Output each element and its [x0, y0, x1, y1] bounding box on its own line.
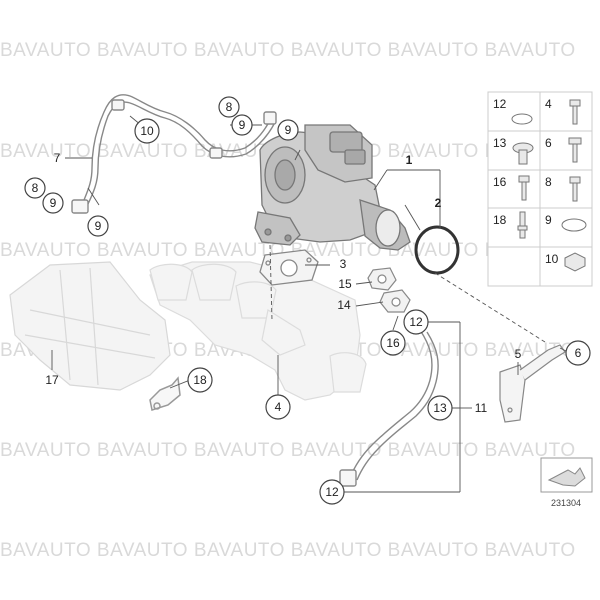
svg-text:18: 18: [193, 373, 207, 387]
grid-label-12: 12: [493, 97, 507, 111]
exhaust-manifold: [149, 261, 367, 401]
svg-text:10: 10: [140, 124, 154, 138]
direction-arrow-box: 231304: [540, 457, 593, 508]
watermark-row-6: BAVAUTO BAVAUTO BAVAUTO BAVAUTO BAVAUTO …: [0, 540, 576, 561]
callout-11[interactable]: 11: [475, 401, 488, 415]
svg-text:2: 2: [435, 196, 442, 210]
watermark-row-3: BAVAUTO BAVAUTO BAVAUTO BAVAUTO BAVAUTO …: [0, 240, 576, 261]
grid-label-16: 16: [493, 175, 507, 189]
banjo-bolt-icon: [512, 142, 534, 165]
hollow-bolt-icon: [518, 175, 530, 201]
svg-text:9: 9: [239, 118, 246, 132]
callout-18[interactable]: 18: [187, 367, 213, 393]
callout-9a[interactable]: 9: [231, 114, 253, 136]
svg-text:13: 13: [433, 401, 447, 415]
callout-6[interactable]: 6: [565, 340, 591, 366]
callout-1[interactable]: 1: [406, 153, 413, 167]
callout-13[interactable]: 13: [427, 395, 453, 421]
o-ring-gasket: [414, 225, 460, 275]
callout-12b[interactable]: 12: [319, 479, 345, 505]
bolt-icon: [569, 99, 581, 125]
callout-17[interactable]: 17: [45, 373, 59, 387]
turbocharger: [254, 124, 411, 251]
svg-text:16: 16: [386, 336, 400, 350]
callout-2[interactable]: 2: [435, 196, 442, 210]
callout-layer: 8 9 9 10 7 8 9 9 1 2 3 15 14 16 12 17 18…: [24, 96, 591, 505]
hex-nut-icon: [564, 252, 586, 272]
callout-4[interactable]: 4: [265, 394, 291, 420]
svg-text:4: 4: [275, 400, 282, 414]
grid-label-18: 18: [493, 213, 507, 227]
callout-15[interactable]: 15: [338, 277, 352, 291]
screw-icon: [568, 137, 582, 163]
callout-8a[interactable]: 8: [218, 96, 240, 118]
grid-label-13: 13: [493, 136, 507, 150]
svg-text:9: 9: [50, 196, 57, 210]
oil-feed-line: [71, 94, 277, 214]
watermark-row-1: BAVAUTO BAVAUTO BAVAUTO BAVAUTO BAVAUTO …: [0, 40, 576, 61]
small-gasket: [367, 267, 397, 291]
callout-5[interactable]: 5: [515, 347, 522, 361]
grid-label-6: 6: [545, 136, 552, 150]
svg-text:14: 14: [337, 298, 351, 312]
callout-12a[interactable]: 12: [403, 309, 429, 335]
bracket: [499, 344, 566, 423]
grid-label-9: 9: [545, 213, 552, 227]
callout-9b[interactable]: 9: [277, 119, 299, 141]
seal-ring-icon: [511, 113, 533, 125]
svg-text:9: 9: [285, 123, 292, 137]
grid-label-8: 8: [545, 175, 552, 189]
svg-text:12: 12: [409, 315, 423, 329]
oil-return-flange: [379, 289, 411, 313]
callout-10[interactable]: 10: [134, 118, 160, 144]
washer-icon: [561, 218, 587, 232]
svg-text:1: 1: [406, 153, 413, 167]
oil-return-line: [339, 329, 439, 487]
hex-bolt-icon: [569, 176, 581, 202]
callout-8b[interactable]: 8: [24, 177, 46, 199]
callout-9d[interactable]: 9: [87, 215, 109, 237]
stud-icon: [517, 211, 528, 239]
svg-text:5: 5: [515, 347, 522, 361]
heat-shield: [9, 261, 171, 391]
callout-3[interactable]: 3: [340, 257, 347, 271]
flange-gasket: [259, 249, 319, 286]
svg-text:8: 8: [32, 181, 39, 195]
callout-9c[interactable]: 9: [42, 192, 64, 214]
grid-label-4: 4: [545, 97, 552, 111]
svg-text:15: 15: [338, 277, 352, 291]
callout-16[interactable]: 16: [380, 330, 406, 356]
svg-text:6: 6: [575, 346, 582, 360]
heat-shield-bracket: [149, 376, 181, 411]
svg-text:3: 3: [340, 257, 347, 271]
diagram-number: 231304: [551, 498, 581, 508]
svg-text:7: 7: [54, 151, 61, 165]
svg-text:9: 9: [95, 219, 102, 233]
svg-text:8: 8: [226, 100, 233, 114]
svg-text:12: 12: [325, 485, 339, 499]
callout-7[interactable]: 7: [54, 151, 61, 165]
svg-text:17: 17: [45, 373, 59, 387]
parts-grid: 12 4 13 6 16 8 18 9 10: [487, 91, 593, 287]
callout-14[interactable]: 14: [337, 298, 351, 312]
svg-text:11: 11: [475, 401, 488, 415]
watermark-row-5: BAVAUTO BAVAUTO BAVAUTO BAVAUTO BAVAUTO …: [0, 440, 576, 461]
grid-label-10: 10: [545, 252, 559, 266]
